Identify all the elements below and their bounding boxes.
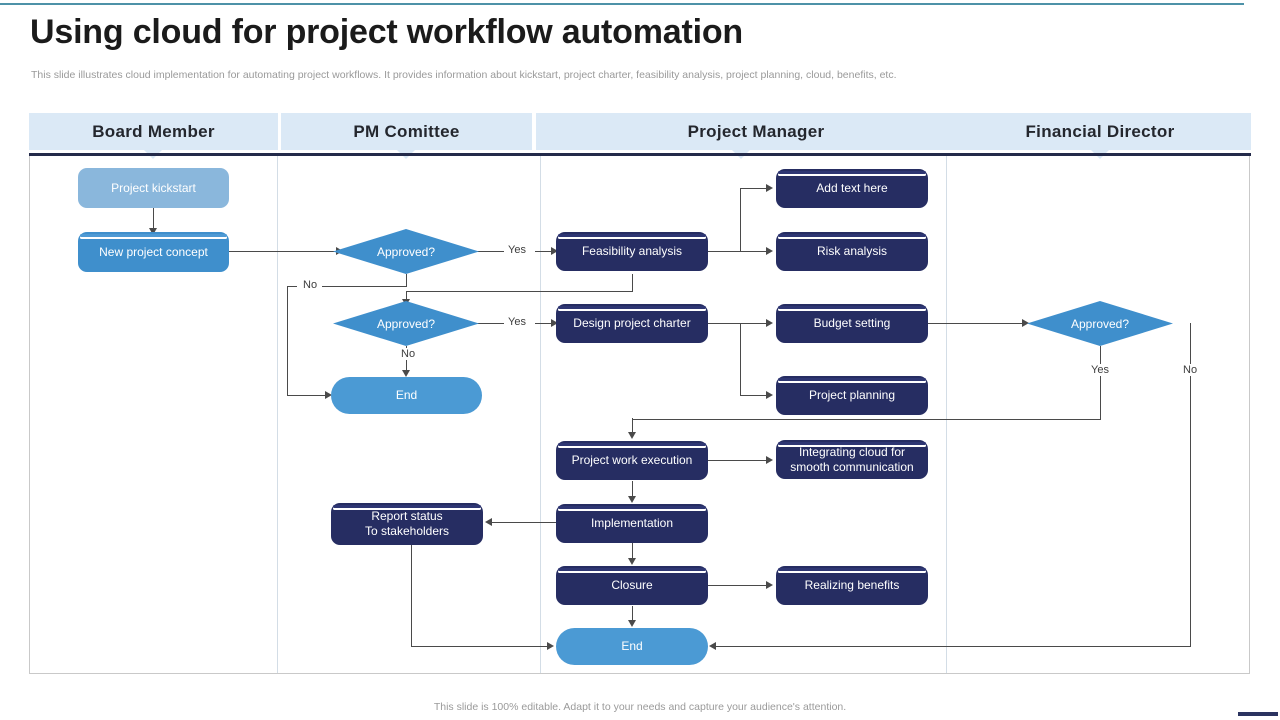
lane-header-pm-comittee[interactable]: PM Comittee (281, 113, 532, 150)
node-add-text-here[interactable]: Add text here (776, 169, 928, 208)
connector-exec-to-implementation (632, 481, 633, 499)
node-project-work-execution[interactable]: Project work execution (556, 441, 708, 480)
arrowhead-closure-to-end (628, 620, 636, 627)
connector-approved1-no-stub (287, 286, 297, 287)
connector-approved2-in-v (406, 291, 407, 301)
node-end-pm[interactable]: End (331, 377, 482, 414)
edge-label-no-financial: No (1181, 364, 1200, 376)
connector-implementation-to-closure (632, 543, 633, 561)
connector-implementation-to-report (489, 522, 557, 523)
arrowhead-kickstart-to-concept (149, 228, 157, 235)
arrowhead-to-project-planning (766, 391, 773, 399)
edge-label-yes-1: Yes (506, 244, 528, 256)
connector-feasibility-branch-h (708, 251, 768, 252)
node-budget-setting[interactable]: Budget setting (776, 304, 928, 343)
arrowhead-to-budget-setting (766, 319, 773, 327)
edge-label-yes-2: Yes (506, 316, 528, 328)
connector-report-to-end-h (411, 646, 549, 647)
arrowhead-approved1-to-feasibility (551, 247, 558, 255)
node-design-project-charter[interactable]: Design project charter (556, 304, 708, 343)
node-approved-2-label: Approved? (376, 316, 436, 331)
connector-closure-to-benefits (708, 585, 768, 586)
node-approved-decision-financial[interactable]: Approved? (1027, 301, 1173, 346)
connector-charter-branch-h (708, 323, 768, 324)
arrowhead-exec-to-implementation (628, 496, 636, 503)
connector-approved1-yes-a (474, 251, 504, 252)
arrowhead-report-to-end (547, 642, 554, 650)
connector-approved1-no-left (322, 286, 407, 287)
arrowhead-to-project-work-execution (628, 432, 636, 439)
connector-financial-no-rail (1190, 323, 1191, 646)
lane-header-board-member[interactable]: Board Member (29, 113, 278, 150)
page-title: Using cloud for project workflow automat… (30, 13, 743, 51)
node-approved-1-label: Approved? (376, 244, 436, 259)
connector-approved1-no-down (406, 274, 407, 286)
connector-exec-to-cloud (708, 460, 768, 461)
connector-no1-rail-to-end (287, 395, 327, 396)
lane-separator-1 (277, 156, 278, 673)
edge-label-no-2: No (399, 348, 418, 360)
connector-financial-no-to-end (713, 646, 1191, 647)
arrowhead-no1-to-end (325, 391, 332, 399)
connector-feasibility-to-approved2-h (406, 291, 633, 292)
connector-report-to-end-v (411, 545, 412, 646)
connector-financial-yes-down (1100, 346, 1101, 419)
connector-closure-to-end (632, 606, 633, 624)
connector-feasibility-down (632, 274, 633, 291)
node-integrating-cloud[interactable]: Integrating cloud for smooth communicati… (776, 440, 928, 479)
node-end-project[interactable]: End (556, 628, 708, 665)
node-approved-decision-1[interactable]: Approved? (333, 229, 479, 274)
corner-accent-bar (1238, 712, 1278, 716)
lane-separator-3 (946, 156, 947, 673)
arrowhead-approved2-to-end (402, 370, 410, 377)
diagram-top-border (29, 153, 1251, 156)
connector-no1-rail-down (287, 286, 288, 395)
connector-concept-to-approved1 (229, 251, 339, 252)
node-project-kickstart[interactable]: Project kickstart (78, 168, 229, 208)
node-integrating-cloud-line-1: Integrating cloud for (798, 444, 906, 459)
arrowhead-implementation-to-report (485, 518, 492, 526)
node-project-planning[interactable]: Project planning (776, 376, 928, 415)
node-closure[interactable]: Closure (556, 566, 708, 605)
connector-approved1-yes-b (535, 251, 554, 252)
edge-label-yes-financial: Yes (1089, 364, 1111, 376)
node-new-project-concept[interactable]: New project concept (78, 232, 229, 272)
diagram-frame (29, 156, 1250, 674)
arrowhead-to-risk-analysis (766, 247, 773, 255)
node-approved-financial-label: Approved? (1070, 316, 1130, 331)
node-report-status[interactable]: Report status To stakeholders (331, 503, 483, 545)
edge-label-no-1: No (301, 279, 320, 291)
node-report-status-line-2: To stakeholders (364, 524, 450, 538)
arrowhead-closure-to-benefits (766, 581, 773, 589)
arrowhead-financial-no-to-end (709, 642, 716, 650)
arrowhead-approved2-to-charter (551, 319, 558, 327)
arrowhead-budget-to-financial (1022, 319, 1029, 327)
node-feasibility-analysis[interactable]: Feasibility analysis (556, 232, 708, 271)
connector-budget-to-financial (928, 323, 1026, 324)
node-realizing-benefits[interactable]: Realizing benefits (776, 566, 928, 605)
connector-kickstart-to-concept (153, 208, 154, 230)
top-accent-rule (0, 3, 1244, 5)
arrowhead-exec-to-cloud (766, 456, 773, 464)
connector-approved2-yes-b (535, 323, 554, 324)
lane-header-financial-director[interactable]: Financial Director (949, 113, 1251, 150)
connector-planning-down (632, 418, 633, 436)
connector-feasibility-branch-v (740, 188, 741, 251)
lane-header-project-manager[interactable]: Project Manager (536, 113, 976, 150)
connector-to-project-planning (740, 395, 768, 396)
connector-charter-branch-v (740, 323, 741, 395)
lane-separator-2 (540, 156, 541, 673)
page-subtitle: This slide illustrates cloud implementat… (31, 69, 897, 81)
node-report-status-line-1: Report status (371, 509, 443, 523)
connector-financial-yes-left (632, 419, 1101, 420)
arrowhead-to-add-text (766, 184, 773, 192)
arrowhead-implementation-to-closure (628, 558, 636, 565)
connector-approved2-yes-a (474, 323, 504, 324)
node-integrating-cloud-line-2: smooth communication (790, 459, 914, 474)
slide-footer-note: This slide is 100% editable. Adapt it to… (433, 701, 847, 713)
node-risk-analysis[interactable]: Risk analysis (776, 232, 928, 271)
node-implementation[interactable]: Implementation (556, 504, 708, 543)
connector-to-add-text (740, 188, 768, 189)
node-approved-decision-2[interactable]: Approved? (333, 301, 479, 346)
